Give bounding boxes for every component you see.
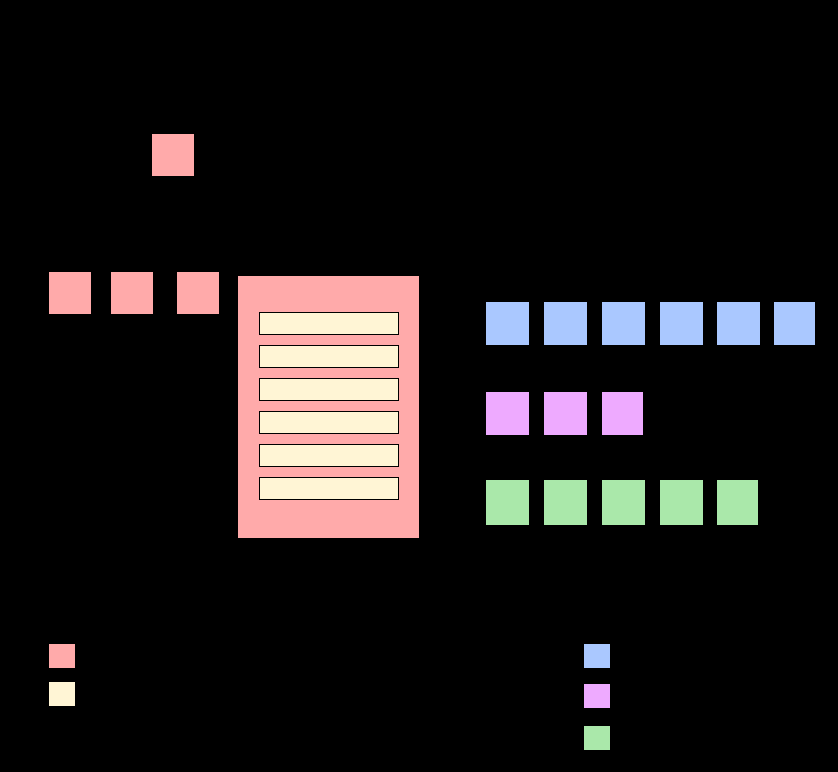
tree-child-node-2[interactable] [110, 271, 154, 315]
green-chain-node-1[interactable] [485, 479, 530, 526]
detail-row-6[interactable] [259, 477, 399, 500]
detail-row-3[interactable] [259, 378, 399, 401]
tree-child-node-3[interactable] [176, 271, 220, 315]
purple-chain-node-1[interactable] [485, 391, 530, 436]
tree-child-node-1[interactable] [48, 271, 92, 315]
legend-swatch-pink [48, 643, 76, 669]
blue-chain-node-4[interactable] [659, 301, 704, 346]
purple-chain-node-3[interactable] [601, 391, 644, 436]
detail-row-5[interactable] [259, 444, 399, 467]
legend-swatch-purple [583, 683, 611, 709]
green-chain-node-4[interactable] [659, 479, 704, 526]
blue-chain-node-6[interactable] [773, 301, 816, 346]
blue-chain-node-5[interactable] [716, 301, 761, 346]
blue-chain-node-2[interactable] [543, 301, 588, 346]
legend-swatch-yellow [48, 681, 76, 707]
blue-chain-node-1[interactable] [485, 301, 530, 346]
tree-root-node[interactable] [151, 133, 195, 177]
detail-row-1[interactable] [259, 312, 399, 335]
legend-swatch-green [583, 725, 611, 751]
green-chain-node-3[interactable] [601, 479, 646, 526]
detail-row-2[interactable] [259, 345, 399, 368]
green-chain-node-2[interactable] [543, 479, 588, 526]
blue-chain-node-3[interactable] [601, 301, 646, 346]
detail-panel [237, 275, 420, 539]
legend-swatch-blue [583, 643, 611, 669]
purple-chain-node-2[interactable] [543, 391, 588, 436]
detail-row-4[interactable] [259, 411, 399, 434]
green-chain-node-5[interactable] [716, 479, 759, 526]
